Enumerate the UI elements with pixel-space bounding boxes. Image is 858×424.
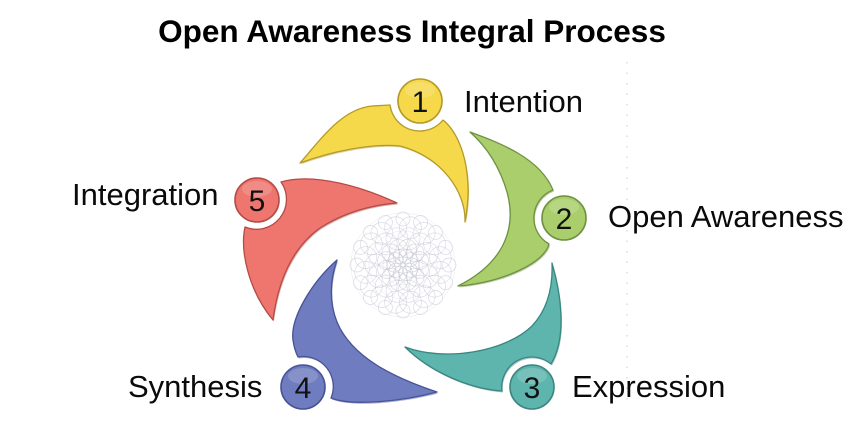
step-3-badge: [509, 364, 555, 410]
mandala-petal: [413, 300, 428, 315]
mandala-petal: [385, 227, 409, 251]
step-2-number: 2: [556, 203, 573, 236]
step-4-segment: [292, 259, 438, 403]
mandala-petal: [377, 260, 396, 279]
mandala-petal: [349, 257, 365, 273]
step-3-number: 3: [524, 372, 541, 405]
mandala-petal: [410, 251, 429, 270]
mandala-petal: [428, 225, 443, 240]
mandala-petal: [402, 262, 418, 278]
mandala-petal: [428, 246, 452, 269]
mandala-petal: [397, 279, 421, 303]
step-4-badge: [280, 364, 326, 410]
step-2-label: Open Awareness: [608, 199, 844, 234]
step-4-label: Synthesis: [128, 369, 262, 404]
step-2-badge-highlight: [549, 199, 579, 215]
mandala-petal: [402, 252, 418, 268]
mandala-petal: [388, 252, 404, 268]
step-1-label: Intention: [464, 84, 583, 119]
mandala-petal: [370, 285, 394, 308]
step-1-segment: [299, 104, 469, 223]
mandala-ring: [368, 230, 438, 300]
step-1-badge-highlight: [405, 82, 435, 98]
mandala-petal: [354, 261, 378, 284]
diagram-title: Open Awareness Integral Process: [158, 13, 666, 49]
mandala-ring: [350, 212, 456, 318]
mandala-petal: [428, 261, 452, 284]
mandala-petal: [388, 262, 404, 278]
step-1-number: 1: [412, 86, 429, 119]
step-5-badge-highlight: [242, 181, 272, 197]
mandala-petal: [412, 222, 436, 245]
step-5-group: 5 Integration: [72, 177, 398, 322]
mandala-petal: [397, 227, 421, 251]
step-5-label: Integration: [72, 177, 219, 212]
step-5-badge: [234, 177, 280, 223]
mandala-petal: [404, 257, 420, 273]
mandala-petal: [370, 222, 394, 245]
mandala-petal: [428, 290, 443, 305]
mandala-petal: [385, 279, 409, 303]
mandala-petal: [413, 215, 428, 230]
mandala-petal: [378, 300, 393, 315]
step-2-group: 2 Open Awareness: [457, 131, 844, 288]
mandala-petal: [353, 240, 368, 255]
mandala-petal: [441, 257, 457, 273]
step-5-number: 5: [249, 185, 266, 218]
mandala-petal: [438, 275, 453, 290]
step-1-group: 1 Intention: [299, 78, 583, 224]
mandala-petal: [395, 211, 411, 227]
step-2-badge: [541, 195, 587, 241]
step-2-segment: [457, 131, 554, 287]
mandala-petal: [438, 240, 453, 255]
step-4-badge-highlight: [288, 368, 318, 384]
mandala-petal: [408, 274, 432, 298]
step-4-group: 4 Synthesis: [128, 259, 438, 410]
step-3-segment: [404, 262, 562, 392]
mandala-petal: [353, 275, 368, 290]
mandala-petal: [408, 232, 432, 256]
mandala-ring: [382, 244, 424, 286]
mandala-petal: [386, 257, 402, 273]
mandala-petal: [392, 249, 408, 264]
mandala-petal: [354, 246, 378, 269]
step-4-number: 4: [295, 372, 312, 405]
mandala-petal: [392, 266, 408, 281]
mandala-petal: [374, 232, 398, 256]
mandala-petal: [398, 266, 414, 281]
mandala-petal: [398, 249, 414, 264]
mandala-petal: [395, 303, 411, 319]
mandala-petal: [363, 225, 378, 240]
step-3-badge-highlight: [517, 368, 547, 384]
step-5-segment: [242, 178, 398, 321]
mandala-ornament: [349, 211, 457, 319]
mandala-petal: [374, 274, 398, 298]
step-3-group: 3 Expression: [404, 262, 725, 410]
mandala-petal: [363, 290, 378, 305]
mandala-petal: [378, 215, 393, 230]
step-1-badge: [397, 78, 443, 124]
mandala-petal: [412, 285, 436, 308]
step-3-label: Expression: [572, 369, 725, 404]
